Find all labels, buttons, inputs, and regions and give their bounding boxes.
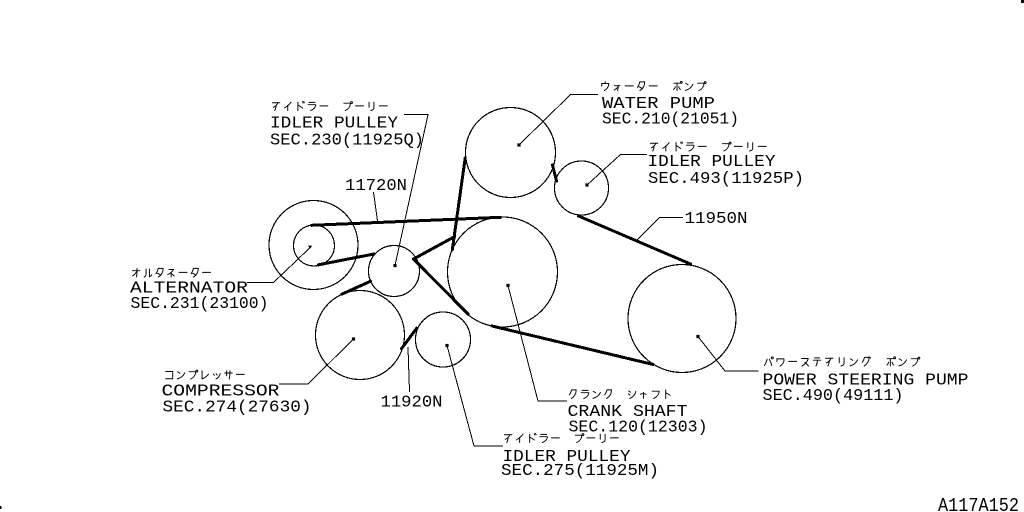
svg-text:SEC.210(21051): SEC.210(21051) <box>602 111 739 130</box>
svg-text:11950N: 11950N <box>685 210 748 229</box>
svg-text:SEC.120(12303): SEC.120(12303) <box>569 419 708 438</box>
svg-text:11920N: 11920N <box>381 394 443 413</box>
svg-text:11720N: 11720N <box>345 177 407 196</box>
svg-text:CRANK SHAFT: CRANK SHAFT <box>568 403 688 422</box>
svg-text:SEC.490(49111): SEC.490(49111) <box>763 387 904 406</box>
svg-text:SEC.230(11925Q): SEC.230(11925Q) <box>270 132 424 151</box>
svg-text:COMPRESSOR: COMPRESSOR <box>162 383 280 402</box>
svg-text:WATER PUMP: WATER PUMP <box>602 95 715 114</box>
svg-text:IDLER PULLEY: IDLER PULLEY <box>270 115 398 134</box>
svg-text:SEC.274(27630): SEC.274(27630) <box>163 399 312 418</box>
svg-text:A117A152: A117A152 <box>938 495 1019 512</box>
svg-text:IDLER PULLEY: IDLER PULLEY <box>503 448 631 467</box>
svg-text:SEC.275(11925M): SEC.275(11925M) <box>501 462 659 481</box>
svg-text:IDLER PULLEY: IDLER PULLEY <box>648 153 776 172</box>
svg-text:SEC.493(11925P): SEC.493(11925P) <box>648 170 804 189</box>
svg-text:POWER STEERING PUMP: POWER STEERING PUMP <box>763 372 969 391</box>
svg-text:SEC.231(23100): SEC.231(23100) <box>131 295 269 314</box>
svg-text:ALTERNATOR: ALTERNATOR <box>130 280 248 299</box>
